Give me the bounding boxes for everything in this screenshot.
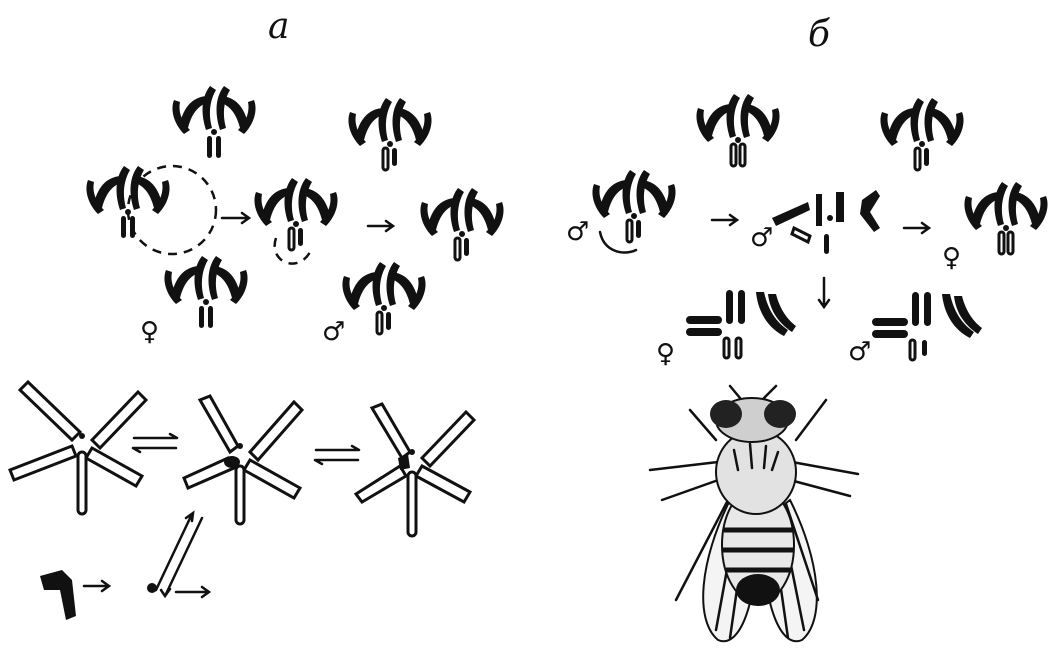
chromosome-set-a1 (172, 86, 255, 158)
chromosome-set-a6 (164, 256, 247, 328)
chromosome-set-a7 (342, 262, 425, 334)
male-symbol: ♂ (750, 223, 773, 253)
arrow-right-icon (368, 221, 393, 231)
open-chromosome-form-1 (10, 382, 146, 514)
arrow-right-icon (904, 223, 929, 233)
chromosome-set-b1 (696, 94, 779, 166)
arrow-right-icon (222, 213, 249, 223)
chromosome-set-b2 (880, 98, 963, 170)
panel-a-chromosome-sets: ♀ ♂ (86, 86, 503, 347)
chromosome-set-a4 (254, 178, 337, 250)
chromosome-set-b6 (686, 290, 796, 358)
female-symbol: ♀ (656, 339, 675, 369)
chromosome-fragment (40, 570, 76, 620)
chromosome-set-b5 (964, 182, 1047, 254)
arrow-right-icon (176, 587, 209, 597)
male-symbol: ♂ (848, 337, 871, 367)
male-symbol: ♂ (566, 217, 589, 247)
panel-b-chromosome-sets: ♂ ♂ ♀ ♀ ♂ (566, 94, 1048, 369)
chromosome-set-b7 (872, 292, 982, 360)
open-chromosome-form-2 (184, 396, 302, 524)
chromosome-set-b4 (772, 190, 880, 254)
arrow-right-icon (84, 581, 109, 591)
panel-label-b: б (808, 14, 831, 55)
female-symbol: ♀ (942, 243, 961, 273)
reversible-arrow-icon (315, 446, 359, 464)
chromosome-set-a2 (348, 98, 431, 170)
open-chromosome-form-3 (356, 404, 474, 536)
panel-a-chromosome-evolution (10, 382, 474, 620)
male-symbol: ♂ (322, 317, 345, 347)
chromosome-set-a5 (420, 188, 503, 260)
fruit-fly-illustration (650, 386, 858, 641)
reversible-arrow-icon (156, 513, 202, 596)
chromosome-set-b3 (592, 170, 675, 242)
centromere-dot (147, 583, 157, 593)
reversible-arrow-icon (133, 434, 177, 452)
arrow-down-icon (819, 278, 829, 307)
panel-label-a: а (268, 6, 289, 47)
arrow-right-icon (712, 215, 737, 225)
female-symbol: ♀ (140, 317, 159, 347)
